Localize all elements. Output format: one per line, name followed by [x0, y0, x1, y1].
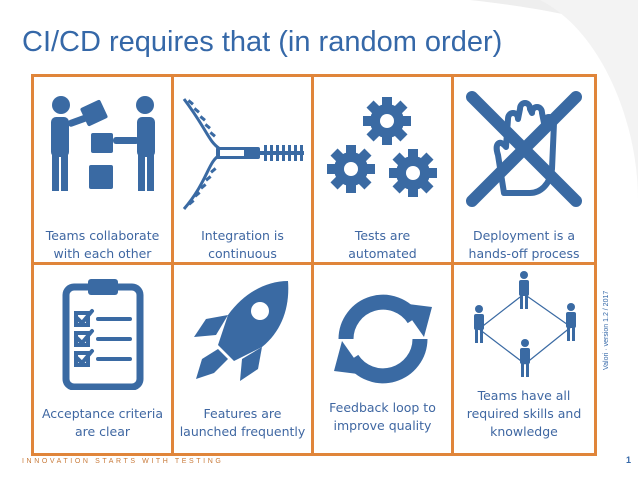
caption-line: continuous [208, 246, 277, 261]
caption-line: required skills and [466, 406, 582, 421]
grid-cell-team-skills: Teams have all required skills and knowl… [454, 265, 594, 453]
grid-cell-teams-collaborate: Teams collaborate with each other [34, 77, 174, 265]
caption-line: Deployment is a [472, 228, 576, 243]
requirements-grid: Teams collaborate with each other [31, 74, 597, 456]
caption-line: Teams have all [477, 388, 571, 403]
caption-line: are clear [74, 424, 131, 439]
caption-line: Integration is [201, 228, 284, 243]
grid-cell-deployment: Deployment is a hands-off process [454, 77, 594, 265]
zipper-icon [182, 98, 304, 210]
page-number: 1 [626, 455, 632, 465]
caption-line: Tests are [354, 228, 411, 243]
caption-line: Features are [203, 406, 282, 421]
cell-caption: Integration is continuous [178, 227, 307, 263]
teamwork-icon [50, 96, 155, 191]
cell-caption: Teams collaborate with each other [38, 227, 167, 263]
caption-line: hands-off process [468, 246, 580, 261]
team-network-icon [474, 271, 576, 377]
refresh-cycle-icon [333, 294, 432, 384]
caption-line: Feedback loop to [329, 400, 436, 415]
page-title: CI/CD requires that (in random order) [22, 26, 503, 58]
gears-icon [326, 97, 437, 197]
grid-cell-tests-automated: Tests are automated [314, 77, 454, 265]
cell-caption: Acceptance criteria are clear [38, 405, 167, 441]
grid-cell-feedback-loop: Feedback loop to improve quality [314, 265, 454, 453]
cell-caption: Features are launched frequently [178, 405, 307, 441]
cell-caption: Tests are automated [318, 227, 447, 263]
caption-line: automated [348, 246, 417, 261]
grid-cell-integration: Integration is continuous [174, 77, 314, 265]
caption-line: Acceptance criteria [41, 406, 164, 421]
cell-caption: Deployment is a hands-off process [458, 227, 590, 263]
caption-line: Teams collaborate [45, 228, 160, 243]
caption-line: with each other [53, 246, 152, 261]
no-hands-icon [466, 91, 582, 207]
caption-line: knowledge [490, 424, 558, 439]
grid-cell-features-launched: Features are launched frequently [174, 265, 314, 453]
cell-caption: Feedback loop to improve quality [318, 399, 447, 435]
caption-line: launched frequently [179, 424, 306, 439]
footer-tagline: INNOVATION STARTS WITH TESTING [22, 458, 224, 465]
clipboard-checklist-icon [62, 279, 143, 390]
caption-line: improve quality [333, 418, 432, 433]
version-note: Valori · version 1.2 / 2017 [603, 290, 610, 370]
cell-caption: Teams have all required skills and knowl… [458, 387, 590, 441]
grid-cell-acceptance-criteria: Acceptance criteria are clear [34, 265, 174, 453]
rocket-icon [193, 281, 288, 381]
